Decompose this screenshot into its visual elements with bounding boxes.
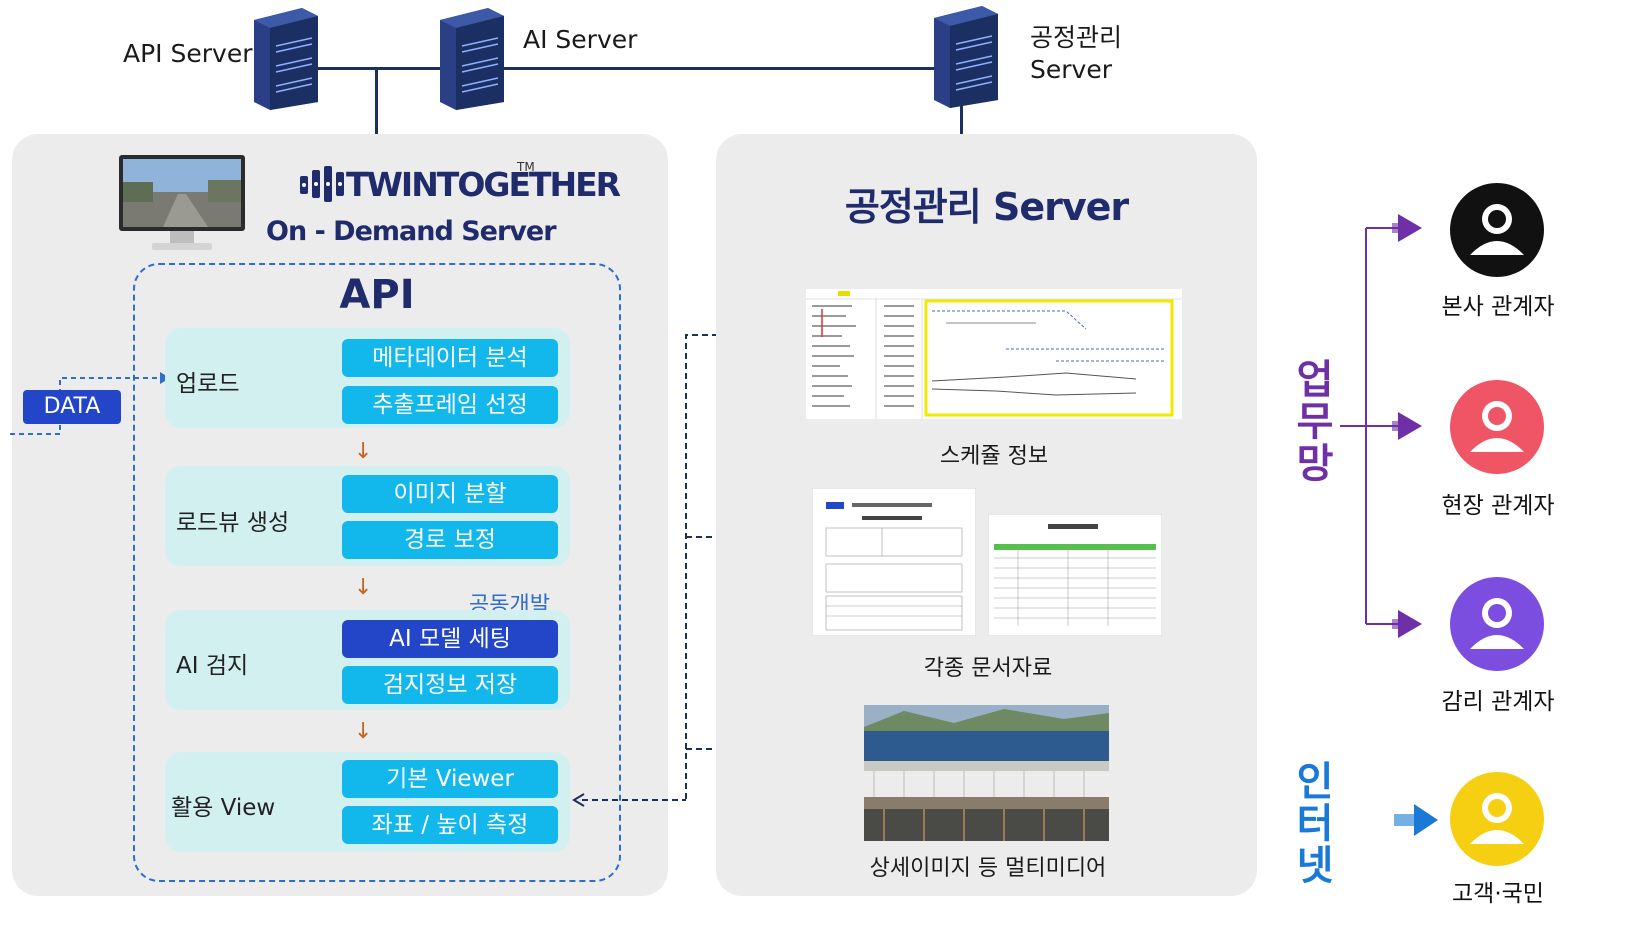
server-network-line	[312, 67, 962, 70]
brand-name: TWINTOGETHER	[346, 165, 621, 204]
data-badge: DATA	[23, 390, 121, 424]
row-ai-detect-label: AI 검지	[176, 653, 249, 679]
image-split-pill: 이미지 분할	[342, 475, 558, 513]
internet-arrow-icon	[1394, 804, 1438, 836]
schedule-gantt-image	[806, 289, 1182, 419]
ai-model-setting-pill: AI 모델 세팅	[342, 620, 558, 658]
process-server-title: 공정관리 Server	[844, 185, 1129, 229]
api-uplink-line	[375, 67, 378, 135]
twintogether-logo-icon	[300, 166, 344, 202]
business-network-text: 업무망	[1288, 358, 1334, 484]
brand-logo-text: TWINTOGETHER	[346, 165, 621, 204]
monitor-icon	[119, 155, 245, 250]
flow-arrow-1: ↓	[354, 439, 373, 464]
site-photo-image	[864, 705, 1109, 841]
process-server-label: 공정관리 Server	[1030, 23, 1123, 84]
schedule-info-caption: 스케쥴 정보	[939, 444, 1049, 469]
basic-viewer-pill: 기본 Viewer	[342, 760, 558, 798]
supervisor-label: 감리 관계자	[1441, 689, 1555, 715]
site-staff-avatar-icon	[1450, 380, 1544, 474]
process-uplink-line	[960, 100, 963, 135]
flow-arrow-2: ↓	[354, 575, 373, 600]
ai-server-label: AI Server	[523, 25, 638, 54]
business-network-connectors	[1340, 214, 1422, 638]
hq-staff-avatar-icon	[1450, 183, 1544, 277]
internet-text: 인터넷	[1288, 760, 1334, 886]
api-server-label: API Server	[123, 39, 253, 68]
process-server-icon	[934, 6, 998, 108]
row-upload-label: 업로드	[176, 371, 240, 397]
hq-staff-label: 본사 관계자	[1441, 294, 1555, 320]
business-network-label: 업무망	[1286, 358, 1336, 493]
api-group-box	[133, 263, 621, 882]
document-image-1	[812, 488, 976, 636]
row-view-label: 활용 View	[171, 795, 276, 821]
citizen-label: 고객·국민	[1452, 881, 1544, 907]
multimedia-caption: 상세이미지 등 멀티미디어	[869, 856, 1107, 881]
path-correction-pill: 경로 보정	[342, 521, 558, 559]
documents-caption: 각종 문서자료	[923, 656, 1053, 681]
trademark-mark: TM	[517, 160, 535, 174]
document-image-2	[988, 514, 1162, 636]
ai-server-icon	[440, 8, 504, 110]
supervisor-avatar-icon	[1450, 577, 1544, 671]
internet-label: 인터넷	[1286, 760, 1336, 895]
metadata-analysis-pill: 메타데이터 분석	[342, 339, 558, 377]
api-server-icon	[254, 8, 318, 110]
coordinate-height-pill: 좌표 / 높이 측정	[342, 806, 558, 844]
citizen-avatar-icon	[1450, 772, 1544, 866]
detection-info-save-pill: 검지정보 저장	[342, 666, 558, 704]
api-title: API	[339, 272, 415, 318]
row-roadview-label: 로드뷰 생성	[176, 510, 290, 536]
frame-selection-pill: 추출프레임 선정	[342, 386, 558, 424]
on-demand-server-title: On - Demand Server	[266, 216, 557, 247]
flow-arrow-3: ↓	[354, 719, 373, 744]
site-staff-label: 현장 관계자	[1441, 493, 1555, 519]
